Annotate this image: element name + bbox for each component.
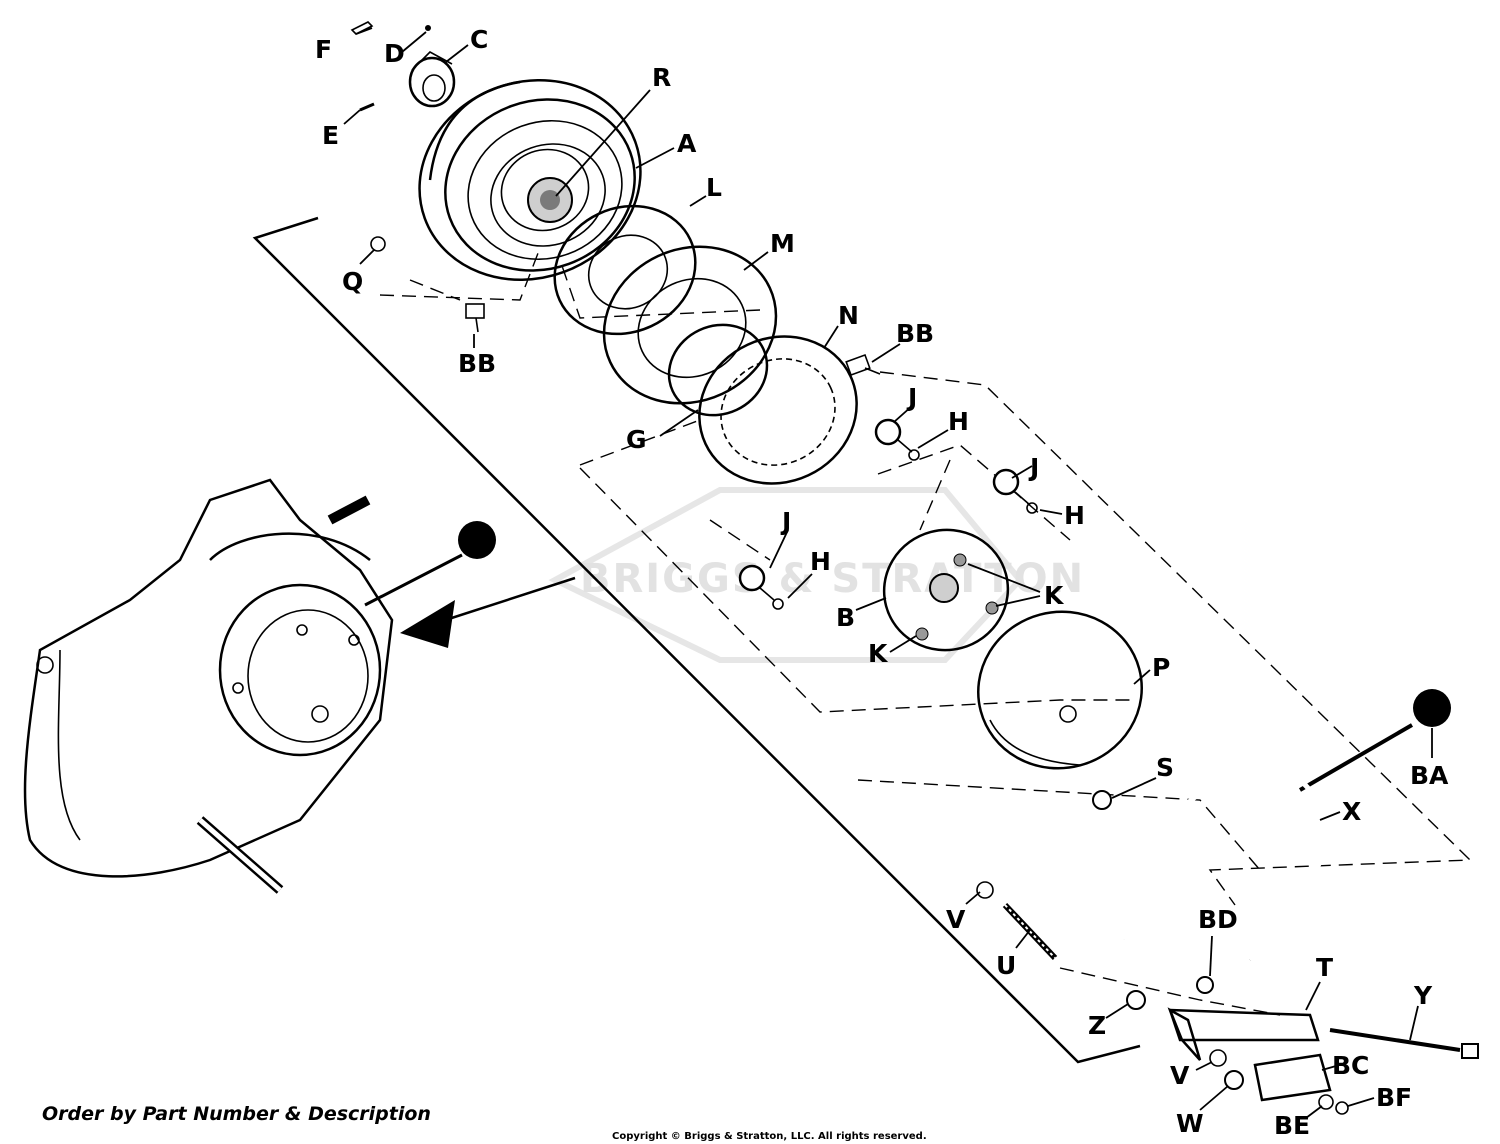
label-m: M	[770, 229, 795, 258]
part-j-pinion-3	[738, 564, 775, 601]
part-r-splined-hub	[527, 177, 573, 223]
watermark-text: BRIGGS & STRATTON	[580, 556, 1085, 602]
label-v-1: V	[946, 905, 966, 934]
part-c-collar	[408, 51, 456, 108]
watermark: BRIGGS & STRATTON	[548, 487, 1085, 663]
label-j-2: J	[1028, 453, 1039, 482]
label-u: U	[996, 951, 1016, 980]
label-h-3: H	[810, 547, 831, 576]
part-bb-bolt-right	[845, 353, 881, 377]
part-q-nut	[370, 236, 386, 252]
label-a: A	[677, 129, 697, 158]
label-n: N	[838, 301, 859, 330]
assembly-bracket-lines	[252, 216, 1141, 1064]
part-labels: F D C R E A L M Q BB N BB J H G J H J H …	[315, 25, 1449, 1140]
part-f-pin	[350, 21, 374, 35]
leader-lines	[343, 27, 1433, 1119]
label-bb-right: BB	[896, 319, 934, 348]
part-v-washer-1	[976, 881, 994, 899]
order-note: Order by Part Number & Description	[42, 1103, 431, 1125]
part-t-lever	[1167, 1007, 1320, 1061]
part-j-pinion-1	[874, 418, 913, 453]
label-q: Q	[342, 267, 363, 296]
part-u-stud	[1002, 902, 1058, 961]
part-l-ring	[553, 204, 697, 336]
part-h-pin-1	[908, 449, 920, 461]
part-p-cover	[977, 610, 1143, 770]
label-w: W	[1176, 1109, 1204, 1138]
label-d: D	[384, 39, 405, 68]
part-d-ball	[425, 25, 431, 31]
part-bd-nut	[1196, 976, 1214, 994]
label-y: Y	[1413, 981, 1433, 1010]
label-z: Z	[1088, 1011, 1106, 1040]
label-h-2: H	[1064, 501, 1085, 530]
label-l: L	[706, 173, 722, 202]
explode-guide-lines	[379, 247, 1472, 1016]
label-bc: BC	[1332, 1051, 1369, 1080]
label-be: BE	[1274, 1111, 1310, 1140]
copyright-text: Copyright © Briggs & Stratton, LLC. All …	[612, 1131, 927, 1142]
label-k-2: K	[868, 639, 889, 668]
part-h-pin-2	[1026, 502, 1038, 514]
label-j-3: J	[780, 507, 791, 536]
part-s-nut	[1092, 790, 1112, 810]
part-be-washer	[1318, 1094, 1334, 1110]
label-bb-left: BB	[458, 349, 496, 378]
assembly-arrow-head	[400, 600, 455, 648]
assembly-bracket	[252, 216, 1141, 1064]
label-g: G	[626, 425, 647, 454]
part-bf-nut	[1335, 1101, 1349, 1115]
part-v-washer-2	[1209, 1049, 1227, 1067]
label-r: R	[652, 63, 671, 92]
part-b-carrier-plate	[882, 528, 1010, 652]
label-e: E	[322, 121, 339, 150]
label-j-1: J	[906, 383, 917, 412]
label-x: X	[1342, 797, 1361, 826]
label-h-1: H	[948, 407, 969, 436]
part-w-nut	[1224, 1070, 1244, 1090]
part-z-nut	[1126, 990, 1146, 1010]
part-h-pin-3	[772, 598, 784, 610]
assembled-transmission-view	[23, 478, 496, 894]
part-bb-bolt-left	[465, 303, 485, 333]
label-t: T	[1316, 953, 1333, 982]
label-bf: BF	[1376, 1083, 1412, 1112]
part-j-pinion-2	[992, 468, 1031, 506]
part-g-ring	[667, 323, 769, 417]
label-k-1: K	[1044, 581, 1065, 610]
assembled-view-knob	[458, 521, 496, 559]
label-v-2: V	[1170, 1061, 1190, 1090]
label-ba: BA	[1410, 761, 1449, 790]
label-p: P	[1152, 653, 1170, 682]
label-c: C	[470, 25, 488, 54]
part-m-ring	[602, 245, 778, 405]
part-n-ring-gear	[698, 335, 858, 485]
label-f: F	[315, 35, 332, 64]
label-b: B	[836, 603, 855, 632]
label-s: S	[1156, 753, 1174, 782]
part-x-brake-band	[1122, 767, 1327, 962]
assembly-arrow-line	[429, 576, 576, 627]
part-y-rod	[1329, 1028, 1479, 1059]
part-a-drum	[418, 79, 642, 281]
part-bc-bracket	[1253, 1053, 1332, 1102]
part-e-screw	[359, 102, 375, 112]
label-bd: BD	[1198, 905, 1238, 934]
part-ba-knob	[1298, 689, 1451, 792]
